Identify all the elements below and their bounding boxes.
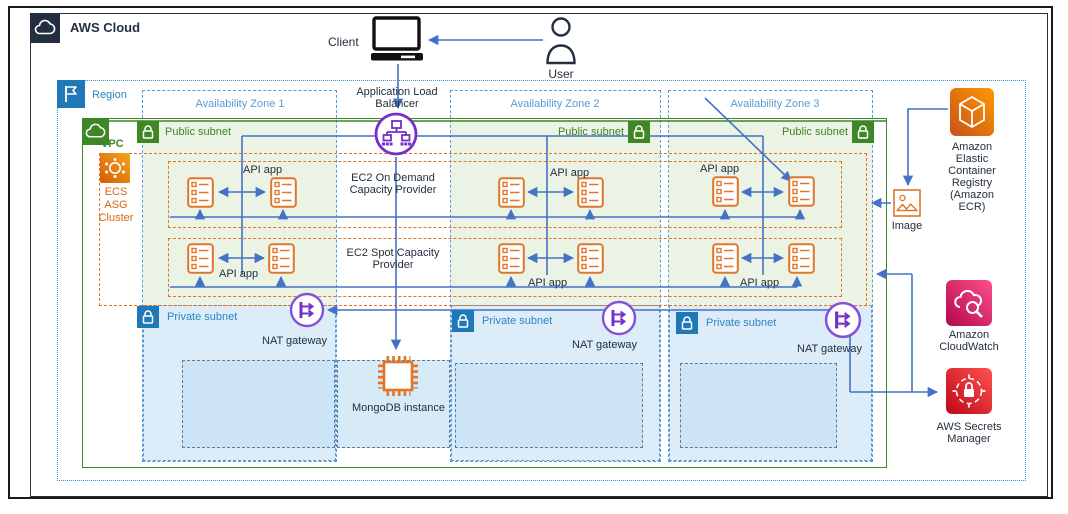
private-inner-az2 bbox=[455, 363, 643, 448]
private-inner-az3 bbox=[680, 363, 837, 448]
mongodb-label: MongoDB instance bbox=[352, 402, 445, 414]
private-subnet-lock-icon bbox=[676, 312, 698, 334]
az1-box bbox=[142, 90, 337, 462]
api-app-label: API app bbox=[700, 163, 740, 175]
api-app-icon bbox=[577, 243, 604, 274]
client-label: Client bbox=[328, 35, 359, 49]
api-app-icon bbox=[187, 177, 214, 208]
private-subnet-label: Private subnet bbox=[482, 315, 553, 327]
nat-gateway-icon bbox=[601, 300, 637, 336]
public-subnet-lock-icon bbox=[852, 121, 874, 143]
spot-label: EC2 Spot Capacity Provider bbox=[346, 247, 440, 271]
container-image-icon bbox=[893, 189, 921, 217]
api-app-icon bbox=[788, 243, 815, 274]
vpc-icon bbox=[82, 118, 109, 145]
api-app-icon bbox=[498, 177, 525, 208]
aws-cloud-box bbox=[30, 13, 1048, 497]
region-icon bbox=[57, 80, 85, 108]
ecs-cluster-label: ECS ASG Cluster bbox=[98, 186, 134, 224]
private-subnet-lock-icon bbox=[137, 306, 159, 328]
ondemand-box bbox=[168, 161, 842, 228]
region-box bbox=[57, 80, 1026, 481]
ecr-label: Amazon Elastic Container Registry (Amazo… bbox=[948, 141, 996, 213]
image-frame bbox=[8, 6, 1053, 499]
secrets-manager-icon bbox=[946, 368, 992, 414]
public-subnet-label: Public subnet bbox=[557, 126, 624, 138]
client-icon bbox=[370, 16, 425, 62]
api-app-label: API app bbox=[740, 277, 780, 289]
alb-icon bbox=[374, 112, 418, 156]
api-app-label: API app bbox=[219, 268, 259, 280]
cloudwatch-label: Amazon CloudWatch bbox=[939, 329, 999, 353]
api-app-label: API app bbox=[550, 167, 590, 179]
api-app-icon bbox=[577, 177, 604, 208]
ecs-cluster-icon bbox=[100, 153, 130, 183]
api-app-icon bbox=[270, 177, 297, 208]
public-subnet-label: Public subnet bbox=[781, 126, 848, 138]
aws-cloud-label: AWS Cloud bbox=[70, 20, 141, 35]
user-icon bbox=[546, 17, 576, 65]
cloudwatch-icon bbox=[946, 280, 992, 326]
nat-gateway-icon bbox=[289, 292, 325, 328]
api-app-label: API app bbox=[528, 277, 568, 289]
az2-box bbox=[450, 90, 661, 462]
spot-box bbox=[168, 238, 842, 297]
nat-gateway-label: NAT gateway bbox=[572, 339, 638, 351]
az3-box bbox=[668, 90, 873, 462]
private-subnet-label: Private subnet bbox=[167, 311, 238, 323]
nat-gateway-label: NAT gateway bbox=[797, 343, 863, 355]
nat-gateway-icon bbox=[824, 301, 862, 339]
public-subnet-lock-icon bbox=[137, 121, 159, 143]
aws-cloud-icon bbox=[30, 13, 60, 43]
vpc-box bbox=[82, 118, 887, 468]
region-label: Region bbox=[92, 89, 127, 101]
api-app-icon bbox=[712, 176, 739, 207]
image-label: Image bbox=[891, 220, 923, 232]
public-subnet-az2 bbox=[451, 121, 660, 305]
alb-label: Application Load Balancer bbox=[356, 86, 438, 110]
nat-gateway-label: NAT gateway bbox=[262, 335, 328, 347]
api-app-icon bbox=[788, 176, 815, 207]
az1-label: Availability Zone 1 bbox=[195, 98, 285, 110]
mongodb-instance-icon bbox=[376, 354, 420, 398]
private-subnet-lock-icon bbox=[452, 310, 474, 332]
vpc-label: VPC bbox=[101, 138, 124, 150]
secrets-manager-label: AWS Secrets Manager bbox=[936, 421, 1002, 445]
public-subnet-lock-icon bbox=[628, 121, 650, 143]
ecr-icon bbox=[950, 88, 994, 136]
api-app-icon bbox=[498, 243, 525, 274]
public-subnet-az1 bbox=[143, 121, 336, 305]
api-app-icon bbox=[712, 243, 739, 274]
public-subnet-label: Public subnet bbox=[165, 126, 232, 138]
az2-label: Availability Zone 2 bbox=[510, 98, 600, 110]
api-app-icon bbox=[268, 243, 295, 274]
private-subnet-label: Private subnet bbox=[706, 317, 777, 329]
api-app-label: API app bbox=[243, 164, 283, 176]
ondemand-label: EC2 On Demand Capacity Provider bbox=[349, 172, 437, 196]
user-label: User bbox=[548, 67, 574, 81]
api-app-icon bbox=[187, 243, 214, 274]
ecs-cluster-box bbox=[99, 153, 867, 306]
private-inner-az1 bbox=[182, 360, 335, 448]
az3-label: Availability Zone 3 bbox=[730, 98, 820, 110]
